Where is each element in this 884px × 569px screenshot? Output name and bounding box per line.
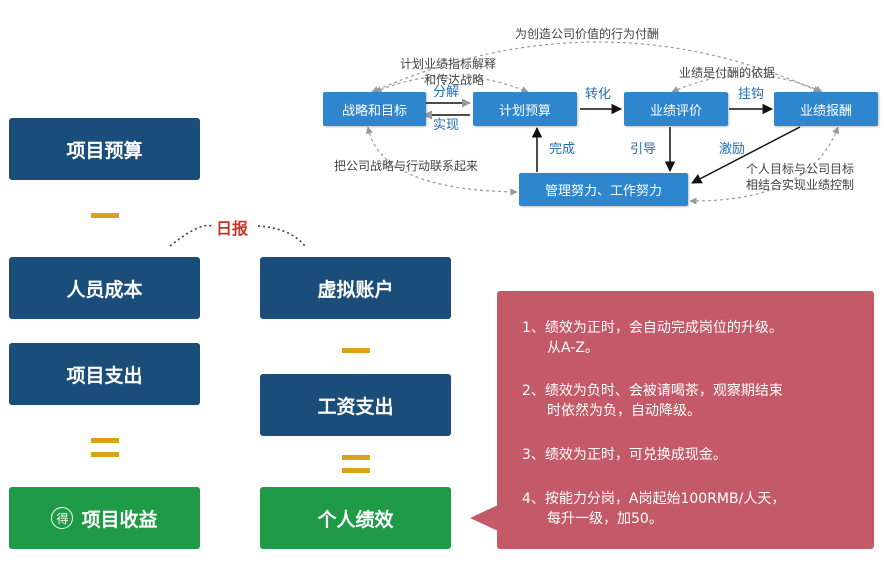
salary-expense-box: 工资支出 — [260, 374, 451, 436]
top-arc-line — [371, 41, 821, 93]
project-expense-box: 项目支出 — [9, 343, 200, 405]
flow-box-management: 管理努力、工作努力 — [519, 173, 688, 206]
equals-operator-bottom — [91, 452, 119, 457]
daily-report-arc — [169, 224, 213, 247]
minus-operator-middle — [342, 348, 370, 353]
flow-box-perf-eval: 业绩评价 — [624, 92, 728, 126]
note-3: 3、绩效为正时，可兑换成现金。 — [522, 447, 727, 463]
link-strategy-label: 把公司战略与行动联系起来 — [334, 159, 479, 173]
personnel-cost-box: 人员成本 — [9, 257, 200, 319]
combine-label-2: 相结合实现业绩控制 — [746, 178, 855, 192]
de-income-icon: 得 — [51, 507, 74, 529]
motivate-arrow — [691, 126, 801, 184]
virtual-account-box: 虚拟账户 — [260, 257, 451, 319]
callout-pointer — [470, 505, 498, 531]
top-arc-label: 为创造公司价值的行为付酬 — [515, 27, 660, 41]
minus-operator — [91, 213, 119, 218]
plan-note-label-1: 计划业绩指标解释 — [400, 57, 497, 71]
transform-label: 转化 — [585, 87, 612, 102]
guide-label: 引导 — [630, 142, 657, 157]
perf-basis-label: 业绩是付酬的依据 — [679, 66, 776, 80]
equals-operator-middle-bottom — [342, 468, 370, 473]
note-1: 1、绩效为正时，会自动完成岗位的升级。 从A-Z。 — [522, 320, 783, 356]
notes-callout — [497, 291, 874, 549]
decompose-label: 分解 — [433, 85, 460, 100]
plan-note-arc — [374, 75, 529, 93]
personal-performance-box: 个人绩效 — [260, 487, 451, 549]
realize-label: 实现 — [433, 118, 460, 133]
flow-box-strategy: 战略和目标 — [323, 92, 426, 126]
equals-operator-middle-top — [342, 455, 370, 460]
note-4: 4、按能力分岗，A岗起始100RMB/人天， 每升一级，加50。 — [522, 491, 786, 527]
complete-label: 完成 — [549, 142, 576, 157]
perf-basis-arc — [671, 74, 823, 93]
equals-operator-top — [91, 438, 119, 443]
daily-report-arc-right — [257, 225, 306, 247]
combine-label-1: 个人目标与公司目标 — [746, 162, 855, 176]
flow-box-perf-reward: 业绩报酬 — [774, 92, 878, 126]
link-strategy-arc — [365, 126, 518, 196]
project-income-box: 得 项目收益 — [9, 487, 200, 549]
combine-arc — [689, 126, 840, 205]
daily-report-label: 日报 — [216, 219, 249, 238]
flow-box-plan-budget: 计划预算 — [473, 92, 577, 126]
note-2: 2、绩效为负时、会被请喝茶，观察期结束 时依然为负，自动降级。 — [522, 383, 783, 419]
project-budget-box: 项目预算 — [9, 118, 200, 180]
motivate-label: 激励 — [719, 142, 746, 157]
plan-note-label-2: 和传达战略 — [424, 73, 485, 87]
link-label: 挂钩 — [738, 87, 765, 102]
